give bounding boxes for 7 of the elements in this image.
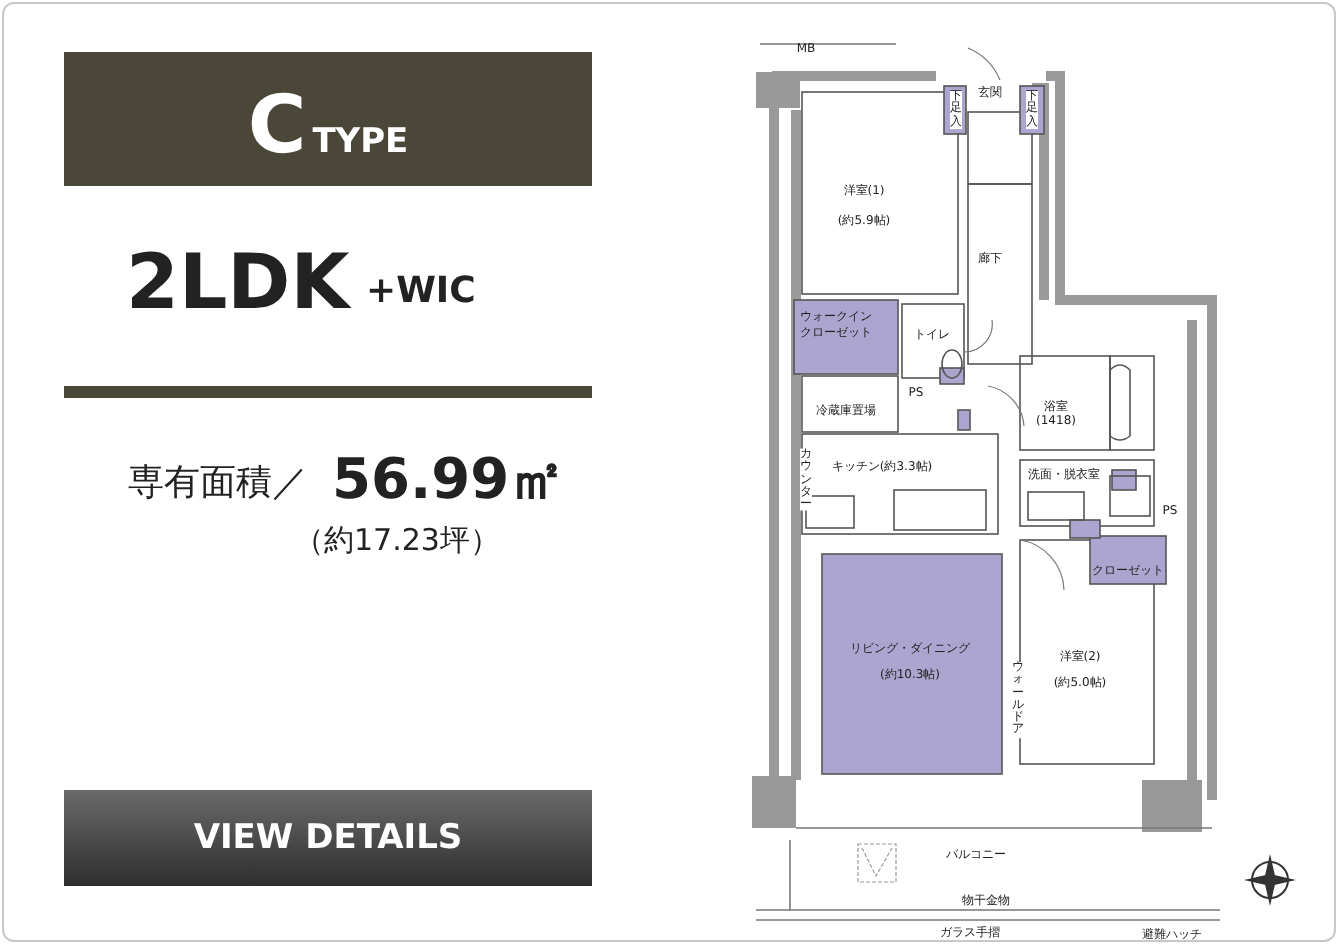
type-header: C TYPE — [64, 52, 592, 186]
area-label: 専有面積／ — [128, 466, 308, 502]
plan-type: 2LDK — [126, 244, 350, 320]
area-value: 56.99㎡ — [332, 452, 566, 508]
view-details-button: VIEW DETAILS — [64, 790, 592, 886]
area-tsubo: （約17.23坪） — [294, 526, 500, 556]
plan-suffix: +WIC — [366, 274, 476, 310]
